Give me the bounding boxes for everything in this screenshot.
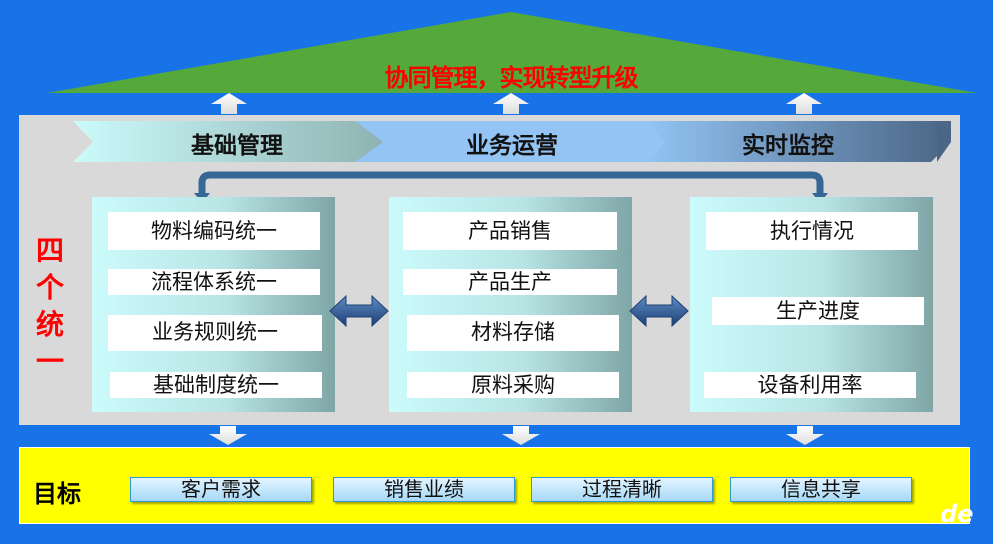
band-label-realtime-monitoring: 实时监控 (742, 133, 834, 159)
up-arrow-icon (211, 93, 247, 114)
double-arrow-icon (629, 294, 689, 328)
list-item: 基础制度统一 (110, 372, 322, 398)
list-item: 生产进度 (712, 297, 924, 325)
down-arrow-icon (502, 426, 540, 445)
band-label-business-operation: 业务运营 (466, 133, 558, 159)
side-char: 四 (35, 234, 64, 267)
side-char: 统 (35, 308, 64, 341)
list-item: 材料存储 (407, 315, 619, 351)
up-arrow-icon (493, 93, 529, 114)
column-business-operation: 产品销售 产品生产 材料存储 原料采购 (389, 197, 632, 412)
side-label-four-unifications: 四 个 统 一 (30, 232, 70, 380)
list-item: 执行情况 (706, 212, 918, 250)
goal-customer-demand: 客户需求 (130, 477, 312, 502)
double-arrow-icon (329, 294, 389, 328)
column-realtime-monitoring: 执行情况 生产进度 设备利用率 (690, 197, 933, 412)
band-label-basic-management: 基础管理 (191, 133, 283, 159)
down-arrow-icon (786, 426, 824, 445)
list-item: 设备利用率 (704, 372, 916, 398)
goal-information-sharing: 信息共享 (730, 477, 912, 502)
list-item: 原料采购 (407, 372, 619, 398)
side-char: 个 (35, 271, 64, 304)
list-item: 物料编码统一 (108, 212, 320, 250)
roof-triangle (47, 12, 977, 93)
goal-sales-performance: 销售业绩 (333, 477, 515, 502)
list-item: 流程体系统一 (108, 269, 320, 295)
chevron-band (73, 121, 951, 162)
roof-title: 协同管理，实现转型升级 (384, 64, 639, 92)
list-item: 业务规则统一 (108, 315, 322, 351)
list-item: 产品生产 (403, 269, 617, 295)
column-basic-management: 物料编码统一 流程体系统一 业务规则统一 基础制度统一 (92, 197, 335, 412)
goals-label: 目标 (33, 480, 81, 508)
down-arrow-icon (209, 426, 247, 445)
goal-process-clarity: 过程清晰 (531, 477, 713, 502)
up-arrow-icon (786, 93, 822, 114)
list-item: 产品销售 (403, 212, 617, 250)
side-char: 一 (35, 345, 64, 378)
watermark-logo: de (940, 500, 974, 528)
